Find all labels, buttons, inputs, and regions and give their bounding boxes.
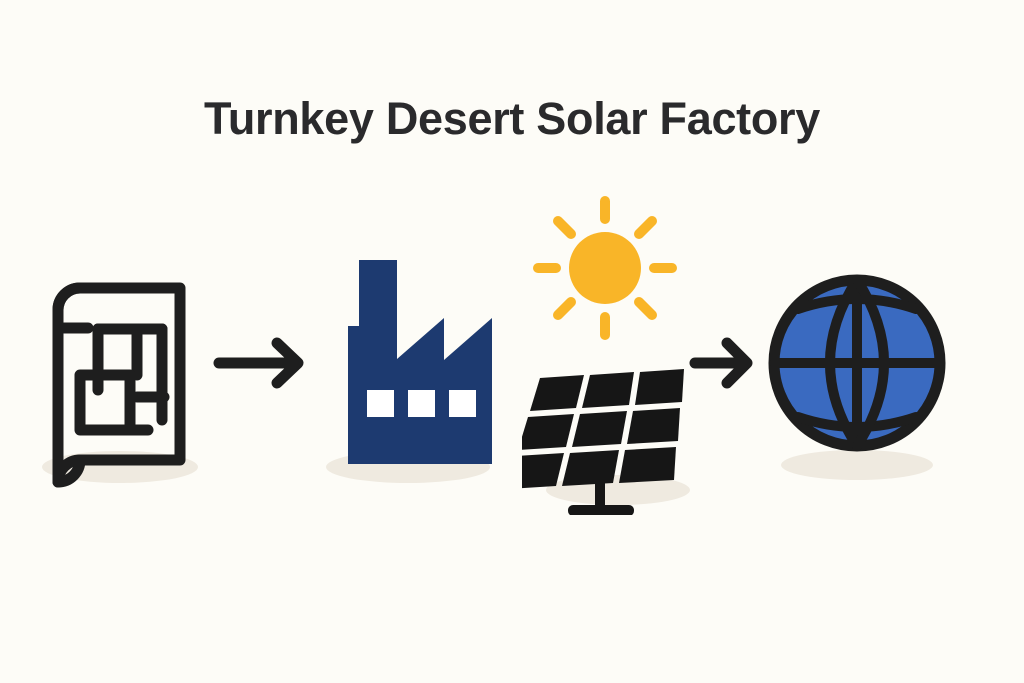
solar-panel-with-sun-icon bbox=[522, 196, 690, 515]
blueprint-scroll-bottom-curl bbox=[52, 454, 86, 488]
globe-meridian-right bbox=[852, 275, 889, 451]
blueprint-room-box bbox=[74, 369, 136, 436]
blueprint-scroll-top-curl bbox=[52, 282, 86, 316]
solar-panel bbox=[522, 369, 684, 515]
stage-blueprint[interactable] bbox=[8, 185, 218, 515]
globe-meridian-left bbox=[825, 275, 862, 451]
sun-icon bbox=[533, 196, 677, 340]
sun-ray-sw bbox=[553, 297, 576, 320]
sun-ray-ne bbox=[634, 216, 657, 239]
factory-icon bbox=[326, 260, 492, 483]
page-title: Turnkey Desert Solar Factory bbox=[204, 93, 820, 144]
solar-cell-r2c2 bbox=[572, 411, 627, 447]
sun-core bbox=[569, 232, 641, 304]
solar-cell-r3c3 bbox=[619, 447, 676, 483]
solar-cell-r2c1 bbox=[522, 414, 574, 450]
solar-cell-r3c2 bbox=[562, 450, 619, 486]
solar-cell-r1c3 bbox=[635, 369, 684, 405]
globe-icon bbox=[768, 274, 946, 480]
solar-panel-base bbox=[568, 505, 634, 515]
stage-globe[interactable] bbox=[762, 185, 962, 515]
factory-body bbox=[348, 260, 492, 464]
process-flow bbox=[0, 185, 1024, 515]
factory-window-3 bbox=[449, 390, 476, 417]
stage-solar[interactable] bbox=[522, 185, 712, 515]
factory-window-2 bbox=[408, 390, 435, 417]
solar-cell-r1c1 bbox=[530, 375, 584, 411]
solar-cell-r3c1 bbox=[522, 453, 564, 489]
solar-panel-post bbox=[595, 479, 605, 515]
connector-arrow-2 bbox=[685, 185, 780, 515]
arrow-right-icon bbox=[689, 337, 753, 389]
icon-shadow bbox=[781, 450, 933, 480]
solar-panel-cells bbox=[522, 369, 684, 489]
factory-window-1 bbox=[367, 390, 394, 417]
arrow-head bbox=[721, 337, 753, 389]
arrow-head bbox=[271, 337, 304, 389]
sun-ray-nw bbox=[553, 216, 576, 239]
blueprint-icon bbox=[42, 282, 198, 488]
stage-factory[interactable] bbox=[308, 185, 518, 515]
connector-arrow-1 bbox=[205, 185, 315, 515]
sun-ray-se bbox=[634, 297, 657, 320]
solar-cell-r2c3 bbox=[627, 408, 680, 444]
arrow-right-icon bbox=[213, 337, 304, 389]
solar-cell-r1c2 bbox=[582, 372, 634, 408]
